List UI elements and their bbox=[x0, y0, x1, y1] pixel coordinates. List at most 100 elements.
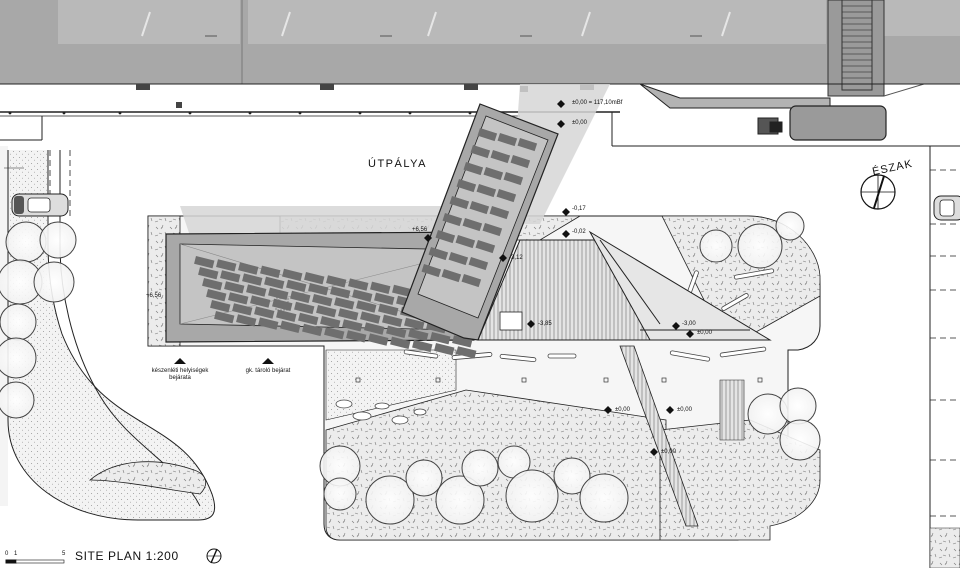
parked-car-left bbox=[11, 193, 69, 217]
level-minus-002: -0,02 bbox=[572, 229, 586, 235]
trees bbox=[319, 211, 821, 525]
pv-panel bbox=[356, 300, 377, 313]
pv-panel bbox=[312, 294, 333, 307]
pv-panel bbox=[462, 218, 483, 232]
level-markers bbox=[424, 100, 694, 456]
small-north-icon bbox=[206, 548, 222, 564]
pv-panel bbox=[468, 257, 489, 271]
pv-panel bbox=[374, 292, 395, 305]
pv-panel bbox=[206, 289, 227, 302]
pv-panel bbox=[348, 278, 369, 291]
pv-panel bbox=[304, 272, 325, 285]
level-zero-ramp: ±0,00 bbox=[697, 330, 712, 336]
scale-mark-0: 0 bbox=[5, 551, 9, 557]
pv-panel bbox=[364, 322, 385, 335]
pv-panel bbox=[238, 262, 259, 275]
pv-panel bbox=[428, 247, 449, 261]
left-road bbox=[0, 146, 216, 521]
pv-panel bbox=[198, 267, 219, 280]
scale-mark-5: 5 bbox=[62, 551, 66, 557]
pv-panel bbox=[496, 189, 517, 203]
level-minus-017: -0,17 bbox=[572, 206, 586, 212]
emergency-entrance-label: készenléti helyiségek bejárata bbox=[151, 368, 209, 381]
pv-panel bbox=[246, 284, 267, 297]
pv-panel bbox=[324, 327, 345, 340]
pv-panel bbox=[483, 167, 504, 181]
plan-title: SITE PLAN 1:200 bbox=[75, 549, 179, 563]
pv-panel bbox=[286, 279, 307, 293]
north-arrow-icon bbox=[860, 174, 896, 210]
pv-panel bbox=[456, 346, 477, 359]
pv-panel bbox=[316, 305, 337, 318]
pv-panel bbox=[382, 314, 403, 327]
level-zero-center: ±0,00 bbox=[615, 407, 630, 413]
pv-panel bbox=[456, 179, 477, 193]
pv-panel bbox=[370, 281, 391, 294]
pv-panel bbox=[476, 184, 497, 198]
pv-panel bbox=[338, 308, 359, 321]
pv-panel bbox=[276, 309, 297, 322]
pv-panel bbox=[210, 299, 231, 313]
pv-panel bbox=[503, 172, 524, 186]
street-label: ÚTPÁLYA bbox=[368, 158, 427, 170]
level-plus-656-top: +6,56 bbox=[412, 227, 428, 233]
existing-building bbox=[0, 0, 960, 109]
pv-panel bbox=[254, 306, 275, 319]
pv-panel bbox=[441, 268, 462, 283]
pv-panel bbox=[489, 205, 510, 220]
pv-panel bbox=[264, 276, 285, 289]
pv-panel bbox=[290, 290, 311, 304]
pv-panels-tower bbox=[421, 128, 538, 288]
pv-panel bbox=[448, 252, 469, 266]
pv-panel bbox=[326, 275, 347, 288]
main-building-tower bbox=[401, 103, 559, 341]
pv-panel bbox=[510, 155, 531, 169]
pv-panel bbox=[260, 265, 281, 278]
pv-panel bbox=[308, 283, 329, 296]
pv-panel bbox=[461, 273, 482, 288]
pv-panel bbox=[392, 284, 413, 298]
garage-entrance-label: gk. tároló bejárat bbox=[245, 368, 291, 374]
level-top-reference: ±0,00 = 117,10mBf bbox=[572, 100, 623, 106]
sunken-entrance bbox=[477, 230, 772, 341]
right-parking bbox=[929, 146, 960, 568]
pv-panel bbox=[194, 256, 215, 269]
pv-panel bbox=[342, 319, 363, 332]
street-edges bbox=[0, 83, 960, 147]
pv-panel bbox=[330, 286, 351, 299]
pv-panel bbox=[268, 287, 289, 300]
pv-panel bbox=[404, 317, 425, 331]
pv-panel bbox=[390, 336, 411, 349]
pv-panel bbox=[463, 162, 484, 176]
pv-panel bbox=[280, 320, 301, 333]
level-plus-656-left: +6,56 bbox=[146, 293, 162, 299]
pv-panel bbox=[470, 145, 491, 159]
pv-panel bbox=[386, 325, 407, 338]
level-minus-300: -3,00 bbox=[682, 321, 696, 327]
pv-panel bbox=[220, 270, 241, 283]
pv-panel bbox=[250, 295, 271, 308]
pv-panel bbox=[368, 333, 389, 346]
pv-panel bbox=[475, 240, 496, 254]
scale-mark-1: 1 bbox=[14, 551, 18, 557]
pv-panel bbox=[242, 273, 263, 286]
pv-panel bbox=[232, 303, 253, 316]
pv-panel bbox=[378, 303, 399, 316]
pv-panel bbox=[302, 323, 323, 337]
pv-panel bbox=[272, 298, 293, 311]
pv-panel bbox=[236, 314, 257, 327]
pv-panel bbox=[435, 229, 456, 244]
pv-panel bbox=[228, 292, 249, 305]
pv-panel bbox=[224, 281, 245, 294]
pv-panel bbox=[469, 201, 490, 215]
pv-panel bbox=[482, 222, 503, 237]
pv-panel bbox=[412, 339, 433, 353]
pv-panel bbox=[517, 138, 538, 152]
level-zero-right: ±0,00 bbox=[677, 407, 692, 413]
pv-panel bbox=[202, 278, 223, 291]
pv-panel bbox=[490, 149, 511, 164]
pv-panel bbox=[434, 342, 455, 356]
pv-panel bbox=[449, 195, 470, 210]
pv-panel bbox=[421, 264, 442, 278]
